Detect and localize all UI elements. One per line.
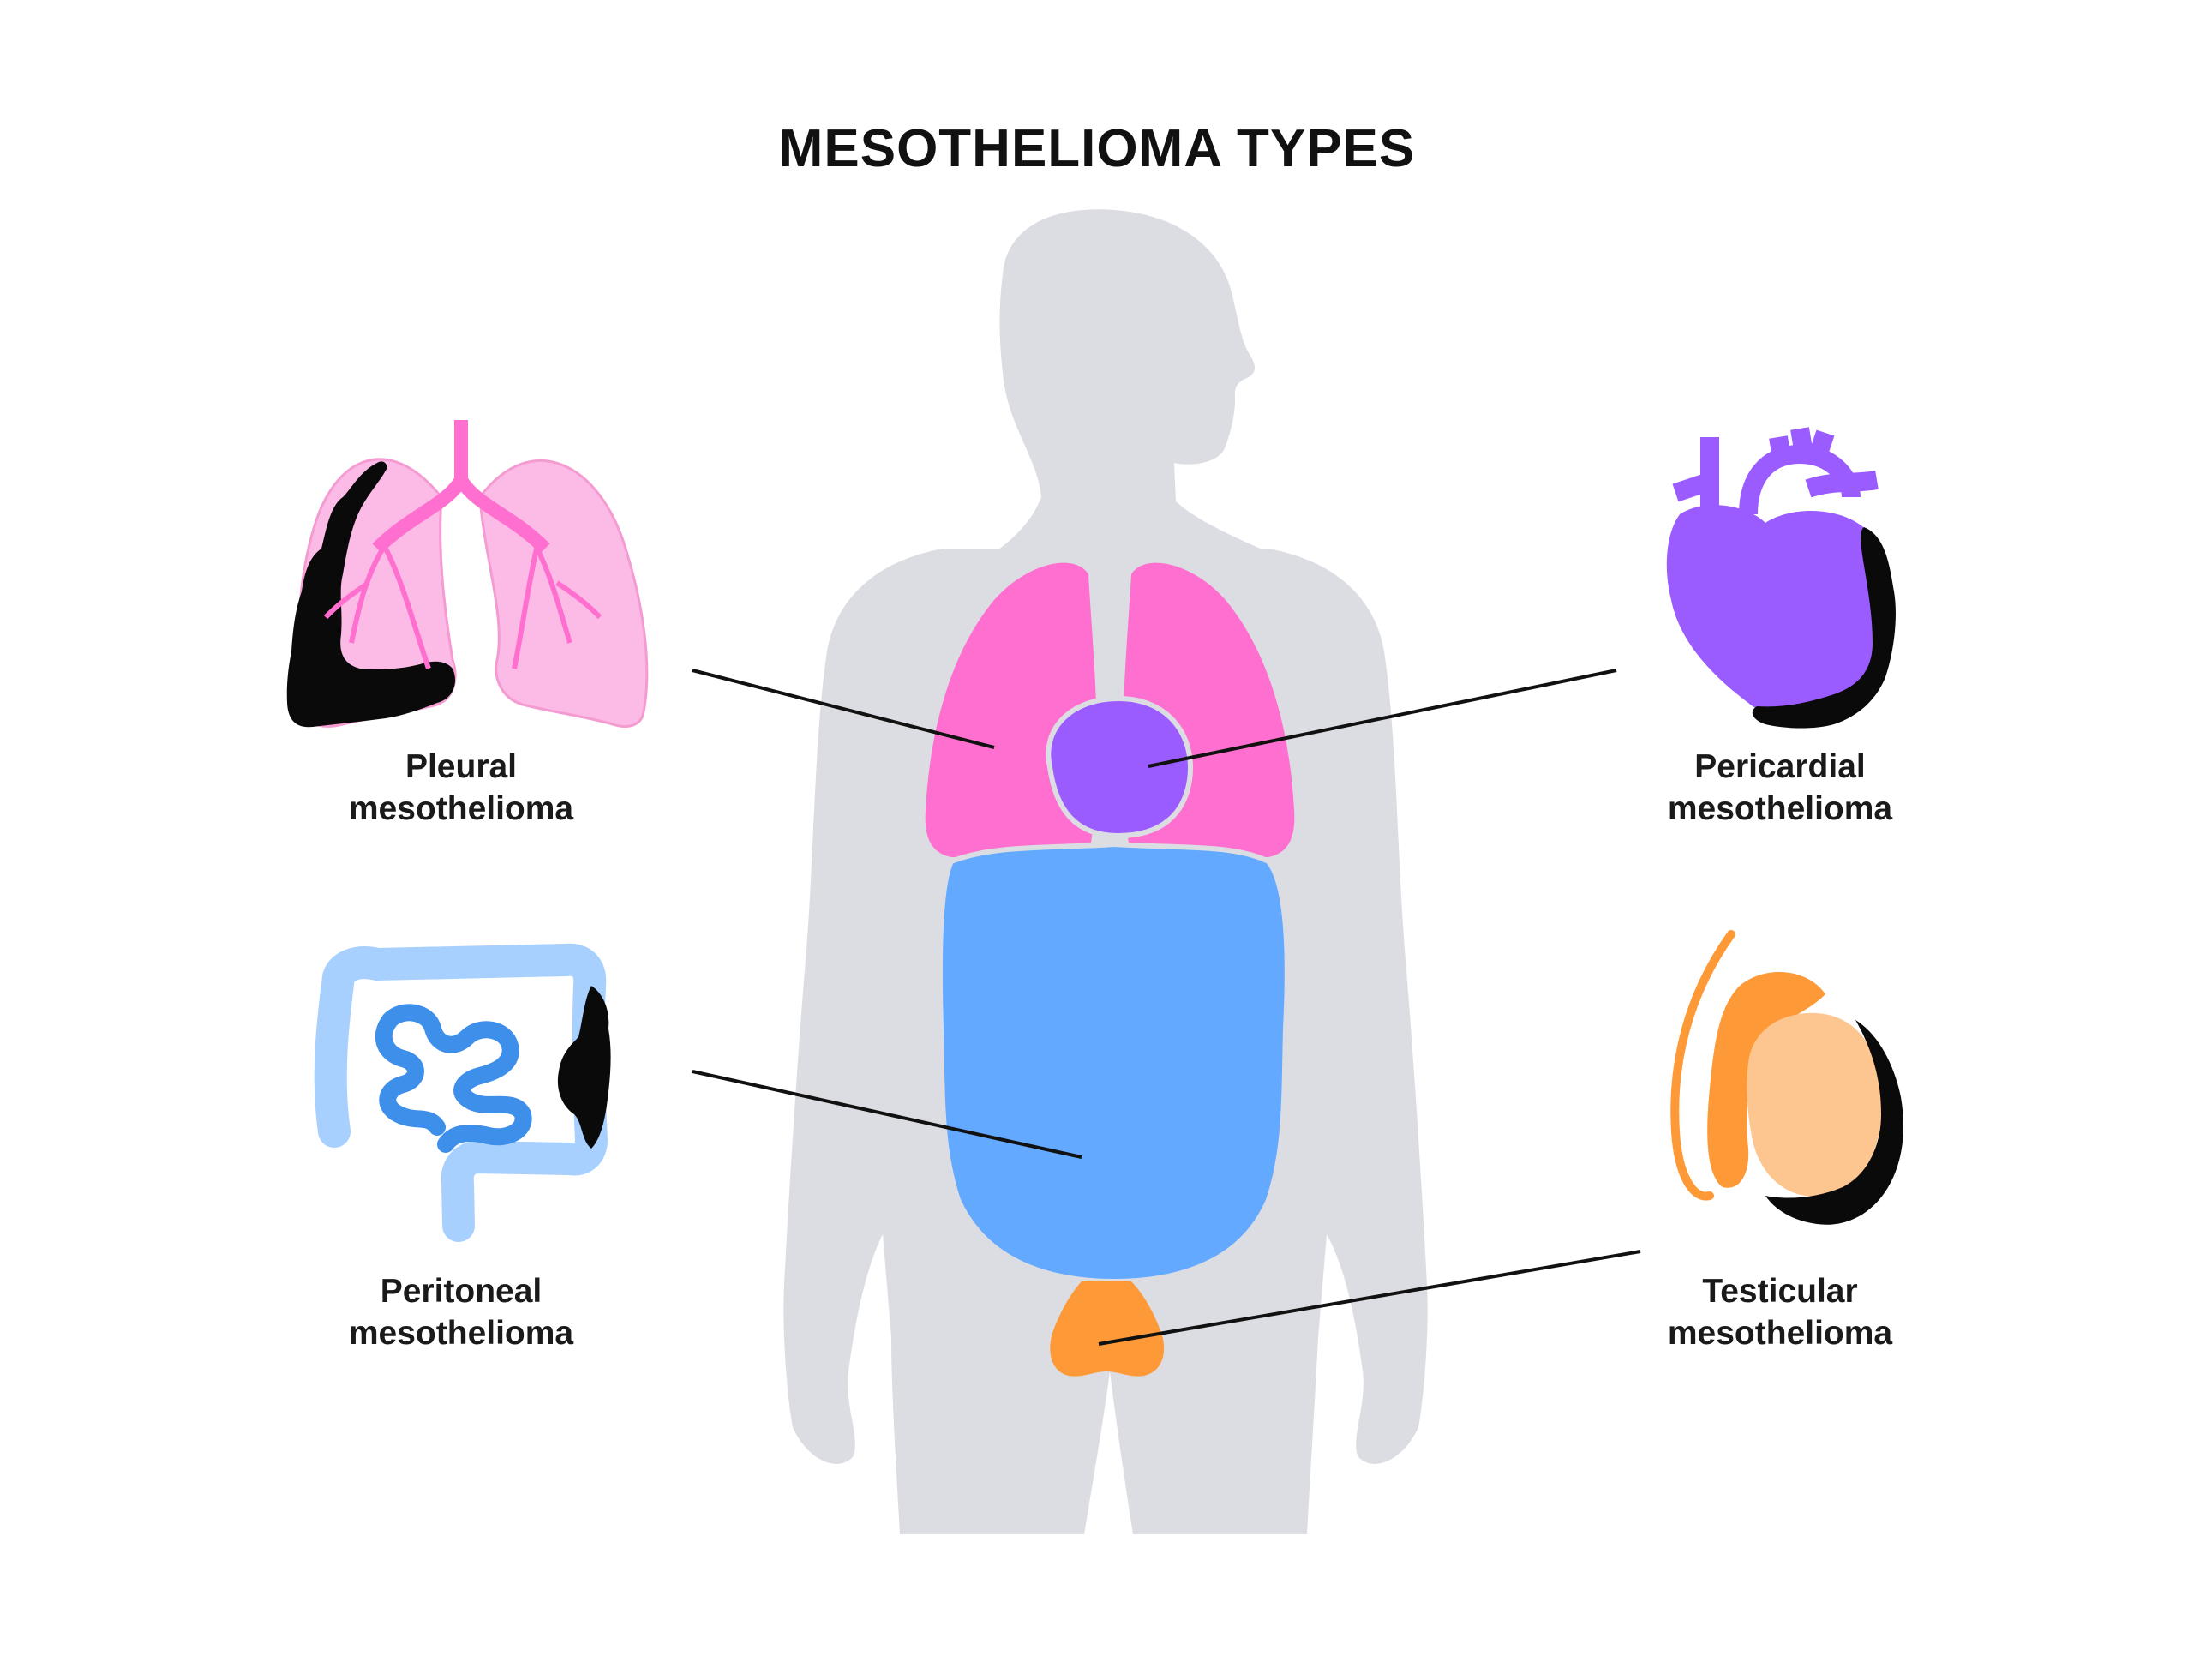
lung-bronchi-icon	[323, 530, 602, 669]
heart-aorta-icon	[1672, 427, 1879, 515]
leader-line-peritoneal	[692, 1070, 1082, 1159]
label-pleural-line2: mesothelioma	[348, 790, 574, 827]
testis-tumor-icon	[1765, 1020, 1903, 1225]
testis-body-icon	[1747, 1012, 1882, 1197]
label-pleural-mesothelioma: Pleural mesothelioma	[247, 746, 675, 830]
label-peritoneal-mesothelioma: Peritoneal mesothelioma	[247, 1270, 675, 1354]
label-pleural-line1: Pleural	[405, 748, 518, 785]
leader-line-pericardial	[1148, 669, 1617, 768]
leader-line-testicular	[1098, 1250, 1641, 1346]
leader-line-pleural	[692, 669, 995, 749]
bladder-organ	[1050, 1281, 1165, 1377]
silhouette-leg-gap	[1084, 1371, 1133, 1534]
lung-right-lobe-icon	[478, 459, 649, 728]
label-testicular-mesothelioma: Testicular mesothelioma	[1566, 1270, 1994, 1354]
epididymis-icon	[1707, 971, 1825, 1188]
heart-organ	[1046, 695, 1193, 839]
abdomen-organ	[937, 841, 1290, 1285]
label-peritoneal-line2: mesothelioma	[348, 1315, 574, 1352]
lung-tumor-icon	[286, 461, 455, 728]
heart-body-icon	[1666, 505, 1891, 717]
intestine-icon	[314, 943, 611, 1242]
label-pericardial-mesothelioma: Pericardial mesothelioma	[1566, 746, 1994, 830]
leader-lines	[692, 669, 1641, 1346]
label-pericardial-line1: Pericardial	[1694, 748, 1866, 785]
vas-deferens-icon	[1670, 930, 1735, 1201]
intestine-tumor-icon	[557, 986, 611, 1149]
lung-icon	[286, 420, 649, 728]
heart-icon	[1666, 427, 1896, 729]
testis-icon	[1670, 930, 1903, 1225]
label-pericardial-line2: mesothelioma	[1667, 790, 1893, 827]
label-peritoneal-line1: Peritoneal	[380, 1273, 543, 1310]
diagram-title: MESOTHELIOMA TYPES	[778, 119, 1416, 178]
small-intestine-icon	[375, 1004, 532, 1153]
colon-icon	[314, 943, 608, 1242]
silhouette-head-neck	[943, 209, 1337, 584]
label-testicular-line1: Testicular	[1702, 1273, 1858, 1310]
label-testicular-line2: mesothelioma	[1667, 1315, 1893, 1352]
heart-tumor-icon	[1752, 527, 1896, 729]
